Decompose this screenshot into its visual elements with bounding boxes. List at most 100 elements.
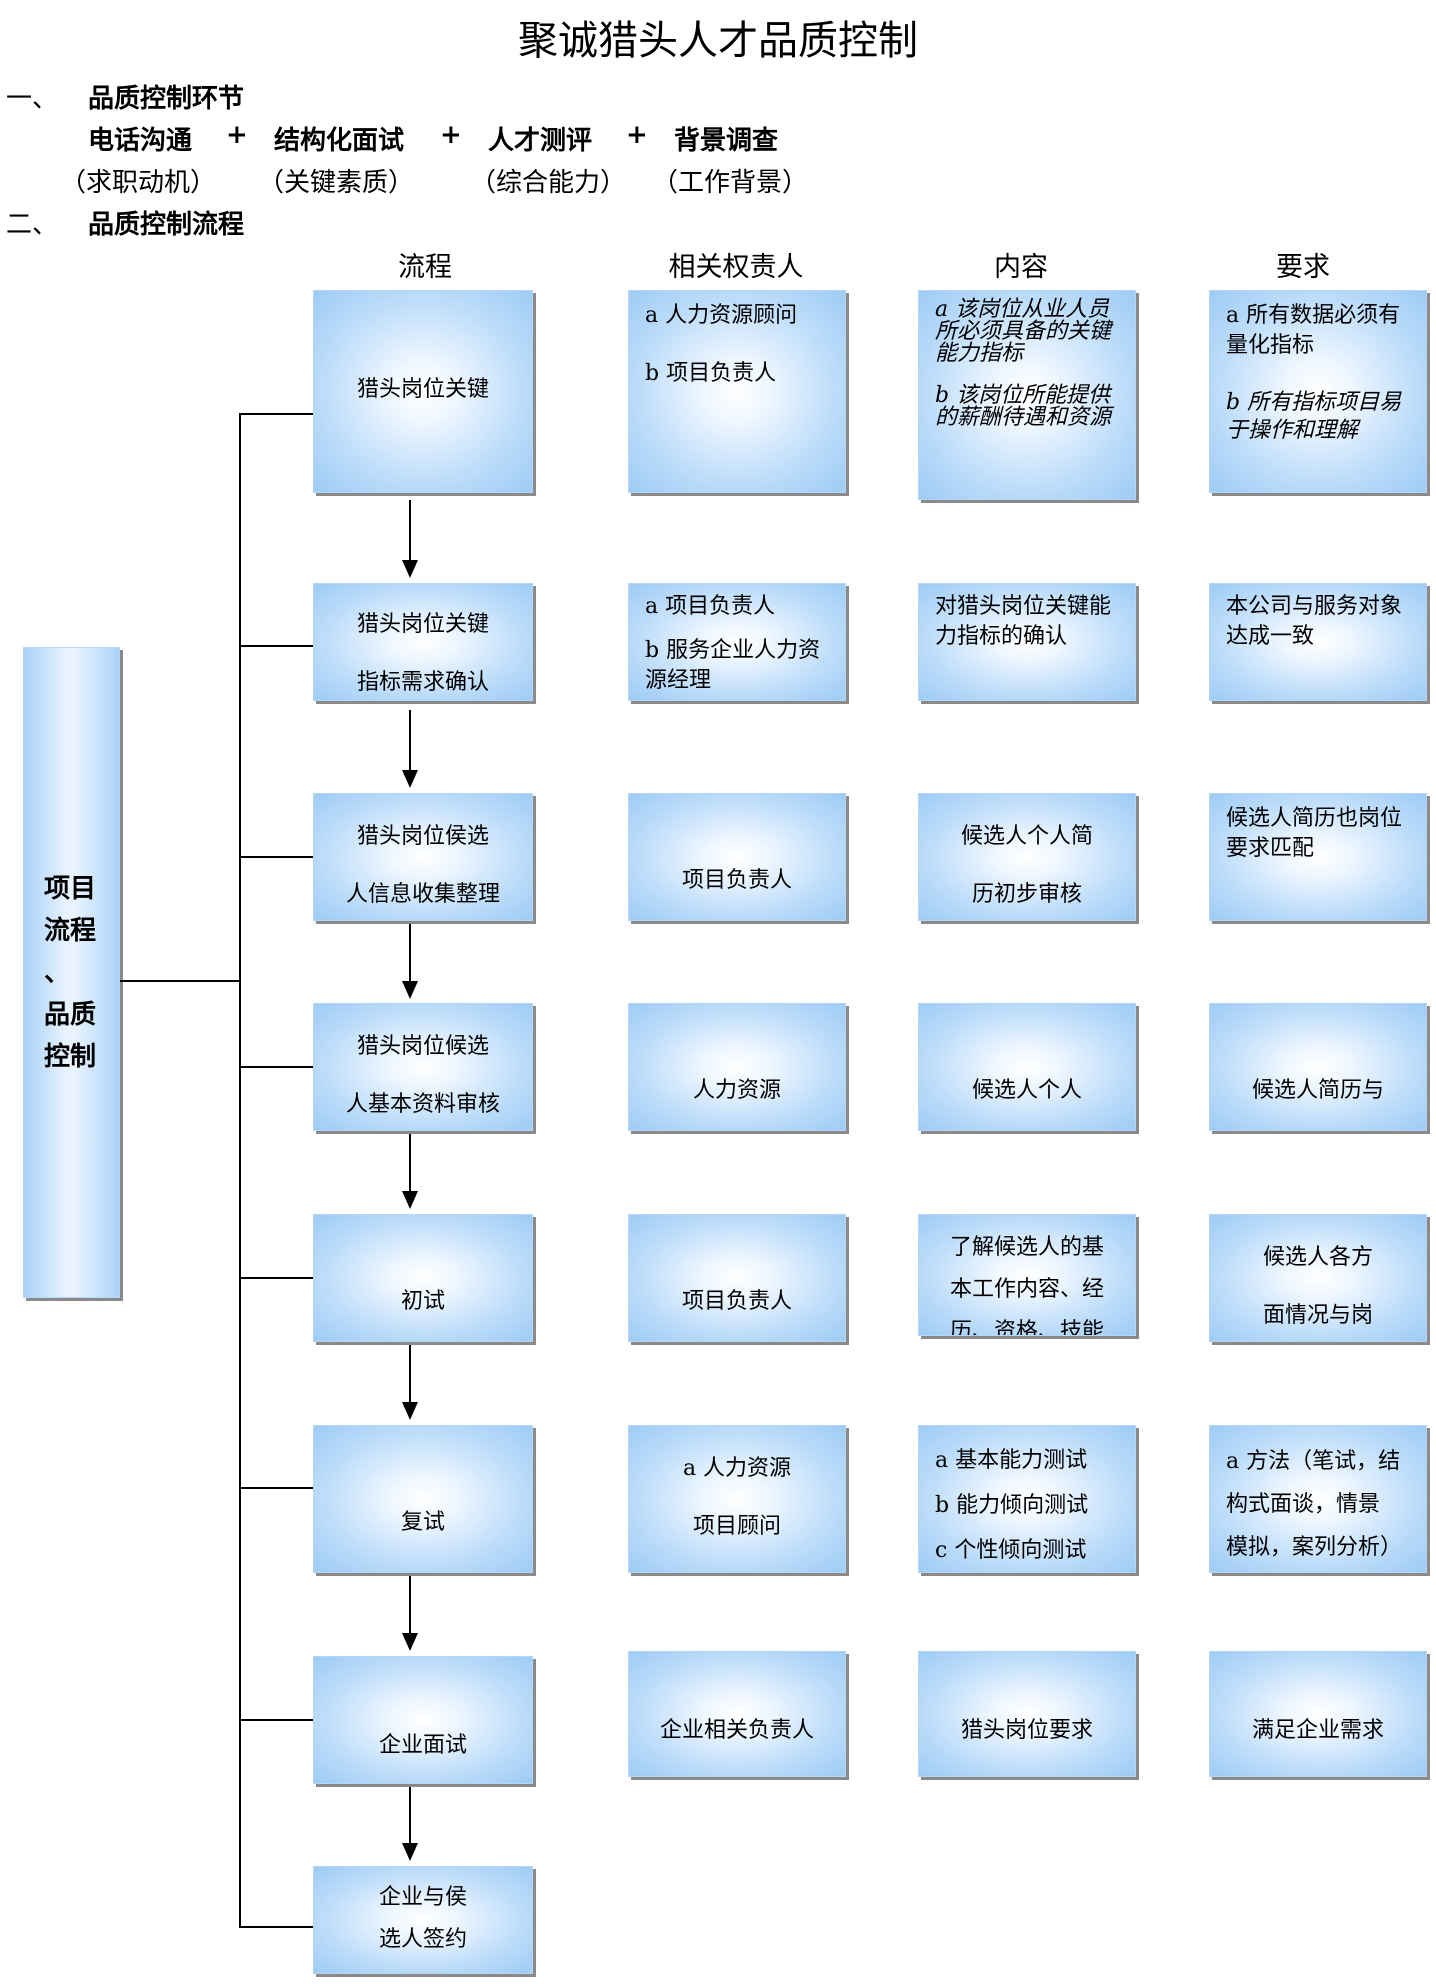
owner-text: a 人力资源顾问 xyxy=(645,303,798,328)
sidebar-project-flow: 项目 流程 、 品质 控制 xyxy=(23,647,120,1298)
requirement-box-3: 候选人简历也岗位要求匹配 xyxy=(1209,793,1427,921)
section2-number: 二、 xyxy=(6,210,59,240)
process-box-8: 企业与侯 选人签约 xyxy=(313,1866,533,1974)
requirement-text: 面情况与岗 xyxy=(1262,1303,1373,1328)
content-text: 历、资格、技能 xyxy=(949,1319,1104,1336)
flow-arrow-shaft xyxy=(409,1131,411,1193)
arrow-down-icon xyxy=(402,1402,418,1420)
process-box-2: 猎头岗位关键 指标需求确认 xyxy=(313,583,533,701)
plus-sign: + xyxy=(626,120,648,150)
process-text: 选人签约 xyxy=(378,1927,467,1952)
owner-box-5: 项目负责人 xyxy=(628,1214,846,1342)
process-text: 初试 xyxy=(400,1289,445,1314)
section1-number: 一、 xyxy=(6,84,59,114)
process-text: 猎头岗位关键 xyxy=(356,612,489,637)
content-text: a 基本能力测试 xyxy=(935,1448,1088,1473)
arrow-down-icon xyxy=(402,1191,418,1209)
column-header-content: 内容 xyxy=(994,252,1048,283)
branch-line xyxy=(239,1487,313,1489)
content-text: 了解候选人的基 xyxy=(949,1235,1104,1260)
flow-arrow-shaft xyxy=(409,1342,411,1404)
owner-text: 项目顾问 xyxy=(692,1514,781,1539)
requirement-box-2: 本公司与服务对象达成一致 xyxy=(1209,583,1427,701)
sidebar-line: 流程 xyxy=(44,916,97,946)
owner-box-1: a 人力资源顾问 b 项目负责人 xyxy=(628,290,846,493)
branch-line xyxy=(239,1277,313,1279)
content-text: a 该岗位从业人员所必须具备的关键能力指标 xyxy=(935,297,1112,366)
process-text: 猎头岗位候选 xyxy=(356,1034,489,1059)
owner-text: 项目负责人 xyxy=(681,868,792,893)
process-text: 企业面试 xyxy=(378,1733,467,1758)
requirement-text: 候选人简历也岗位要求匹配 xyxy=(1226,806,1403,861)
owner-text: b 项目负责人 xyxy=(645,361,777,386)
process-text: 人基本资料审核 xyxy=(345,1092,500,1117)
flow-arrow-shaft xyxy=(409,1573,411,1635)
process-box-7: 企业面试 xyxy=(313,1656,533,1784)
requirement-box-4: 候选人简历与 xyxy=(1209,1003,1427,1131)
arrow-down-icon xyxy=(402,770,418,788)
owner-box-3: 项目负责人 xyxy=(628,793,846,921)
content-text: 本工作内容、经 xyxy=(949,1277,1104,1302)
plus-sign: + xyxy=(226,120,248,150)
owner-text: a 人力资源 xyxy=(682,1456,792,1481)
process-box-4: 猎头岗位候选 人基本资料审核 xyxy=(313,1003,533,1131)
branch-line xyxy=(239,1926,313,1928)
branch-line xyxy=(239,856,313,858)
process-box-5: 初试 xyxy=(313,1214,533,1342)
flow-arrow-shaft xyxy=(409,921,411,983)
content-text: c 个性倾向测试 xyxy=(935,1538,1087,1563)
requirement-box-6: a 方法（笔试，结 构式面谈，情景 模拟，案列分析） xyxy=(1209,1425,1427,1573)
section2-heading: 品质控制流程 xyxy=(88,210,245,240)
process-text: 指标需求确认 xyxy=(356,670,489,695)
owner-text: b 服务企业人力资源经理 xyxy=(645,638,821,693)
content-box-2: 对猎头岗位关键能力指标的确认 xyxy=(918,583,1136,701)
focus-motivation: （求职动机） xyxy=(60,168,217,198)
plus-sign: + xyxy=(440,120,462,150)
arrow-down-icon xyxy=(402,1633,418,1651)
content-text: b 能力倾向测试 xyxy=(935,1493,1089,1518)
content-text: 猎头岗位要求 xyxy=(960,1718,1093,1743)
process-text: 企业与侯 xyxy=(378,1885,467,1910)
flow-arrow-shaft xyxy=(409,500,411,562)
requirement-text: b 所有指标项目易于操作和理解 xyxy=(1226,390,1402,443)
phase-phone: 电话沟通 xyxy=(88,126,193,156)
content-text: 对猎头岗位关键能力指标的确认 xyxy=(935,594,1112,649)
column-header-owner: 相关权责人 xyxy=(668,252,804,283)
phase-assessment: 人才测评 xyxy=(488,126,593,156)
process-box-6: 复试 xyxy=(313,1425,533,1573)
process-text: 猎头岗位关键 xyxy=(356,377,489,402)
process-box-3: 猎头岗位侯选 人信息收集整理 xyxy=(313,793,533,921)
sidebar-line: 控制 xyxy=(44,1042,97,1072)
branch-line xyxy=(239,1066,313,1068)
arrow-down-icon xyxy=(402,1843,418,1861)
phase-background: 背景调查 xyxy=(674,126,779,156)
phase-interview: 结构化面试 xyxy=(274,126,405,156)
column-header-process: 流程 xyxy=(398,252,452,283)
requirement-box-1: a 所有数据必须有量化指标 b 所有指标项目易于操作和理解 xyxy=(1209,290,1427,493)
process-box-1: 猎头岗位关键 xyxy=(313,290,533,493)
sidebar-line: 、 xyxy=(44,958,71,988)
page-title: 聚诚猎头人才品质控制 xyxy=(518,18,918,64)
requirement-text: 满足企业需求 xyxy=(1251,1718,1384,1743)
content-box-3: 候选人个人简 历初步审核 xyxy=(918,793,1136,921)
process-text: 猎头岗位侯选 xyxy=(356,824,489,849)
section1-heading: 品质控制环节 xyxy=(88,84,245,114)
owner-box-6: a 人力资源 项目顾问 xyxy=(628,1425,846,1573)
content-box-4: 候选人个人 xyxy=(918,1003,1136,1131)
requirement-text: 本公司与服务对象达成一致 xyxy=(1226,594,1403,649)
requirement-text: 候选人简历与 xyxy=(1251,1078,1384,1103)
owner-text: 项目负责人 xyxy=(681,1289,792,1314)
process-text: 人信息收集整理 xyxy=(345,882,500,907)
focus-ability: （综合能力） xyxy=(470,168,627,198)
sidebar-line: 品质 xyxy=(44,1000,97,1030)
arrow-down-icon xyxy=(402,560,418,578)
content-text: 历初步审核 xyxy=(971,882,1082,907)
focus-work: （工作背景） xyxy=(652,168,809,198)
content-text: 候选人个人简 xyxy=(960,824,1093,849)
requirement-text: 模拟，案列分析） xyxy=(1226,1535,1403,1560)
content-box-6: a 基本能力测试 b 能力倾向测试 c 个性倾向测试 xyxy=(918,1425,1136,1573)
requirement-text: a 所有数据必须有量化指标 xyxy=(1226,303,1401,358)
owner-text: 企业相关负责人 xyxy=(659,1718,814,1743)
vertical-trunk xyxy=(239,413,241,1926)
flow-arrow-shaft xyxy=(409,1783,411,1845)
